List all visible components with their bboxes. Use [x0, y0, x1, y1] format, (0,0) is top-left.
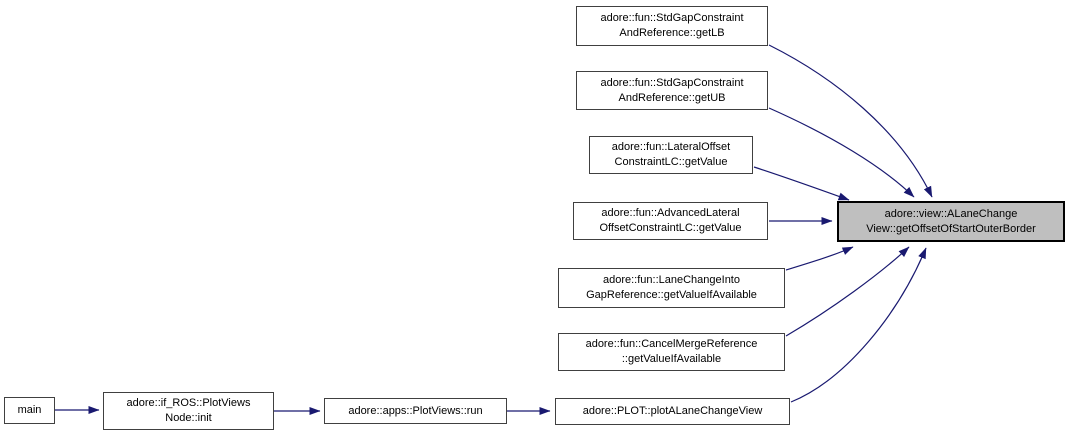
node-lanechangeintogap-getvalueifavailable[interactable]: adore::fun::LaneChangeInto GapReference:…: [558, 268, 785, 308]
node-plotviews-node-init[interactable]: adore::if_ROS::PlotViews Node::init: [103, 392, 274, 430]
node-plotviews-run[interactable]: adore::apps::PlotViews::run: [324, 398, 507, 424]
node-target-getoffsetofstartouterborder: adore::view::ALaneChange View::getOffset…: [837, 201, 1065, 242]
node-stdgap-getlb[interactable]: adore::fun::StdGapConstraint AndReferenc…: [576, 6, 768, 46]
edge-plot-to-target: [790, 247, 927, 403]
node-plot-alanechangeview[interactable]: adore::PLOT::plotALaneChangeView: [555, 398, 790, 425]
edge-getub-to-target: [768, 107, 915, 198]
node-stdgap-getub[interactable]: adore::fun::StdGapConstraint AndReferenc…: [576, 71, 768, 110]
node-lateraloffset-getvalue[interactable]: adore::fun::LateralOffset ConstraintLC::…: [589, 136, 753, 174]
node-cancelmerge-getvalueifavailable[interactable]: adore::fun::CancelMergeReference ::getVa…: [558, 333, 785, 371]
node-main[interactable]: main: [4, 397, 55, 424]
node-advancedlateral-getvalue[interactable]: adore::fun::AdvancedLateral OffsetConstr…: [573, 202, 768, 240]
edge-lateraloffset-to-target: [753, 166, 850, 201]
edge-lanechangeinto-to-target: [785, 246, 854, 271]
edge-getlb-to-target: [768, 44, 933, 198]
edge-cancelmerge-to-target: [785, 246, 910, 337]
